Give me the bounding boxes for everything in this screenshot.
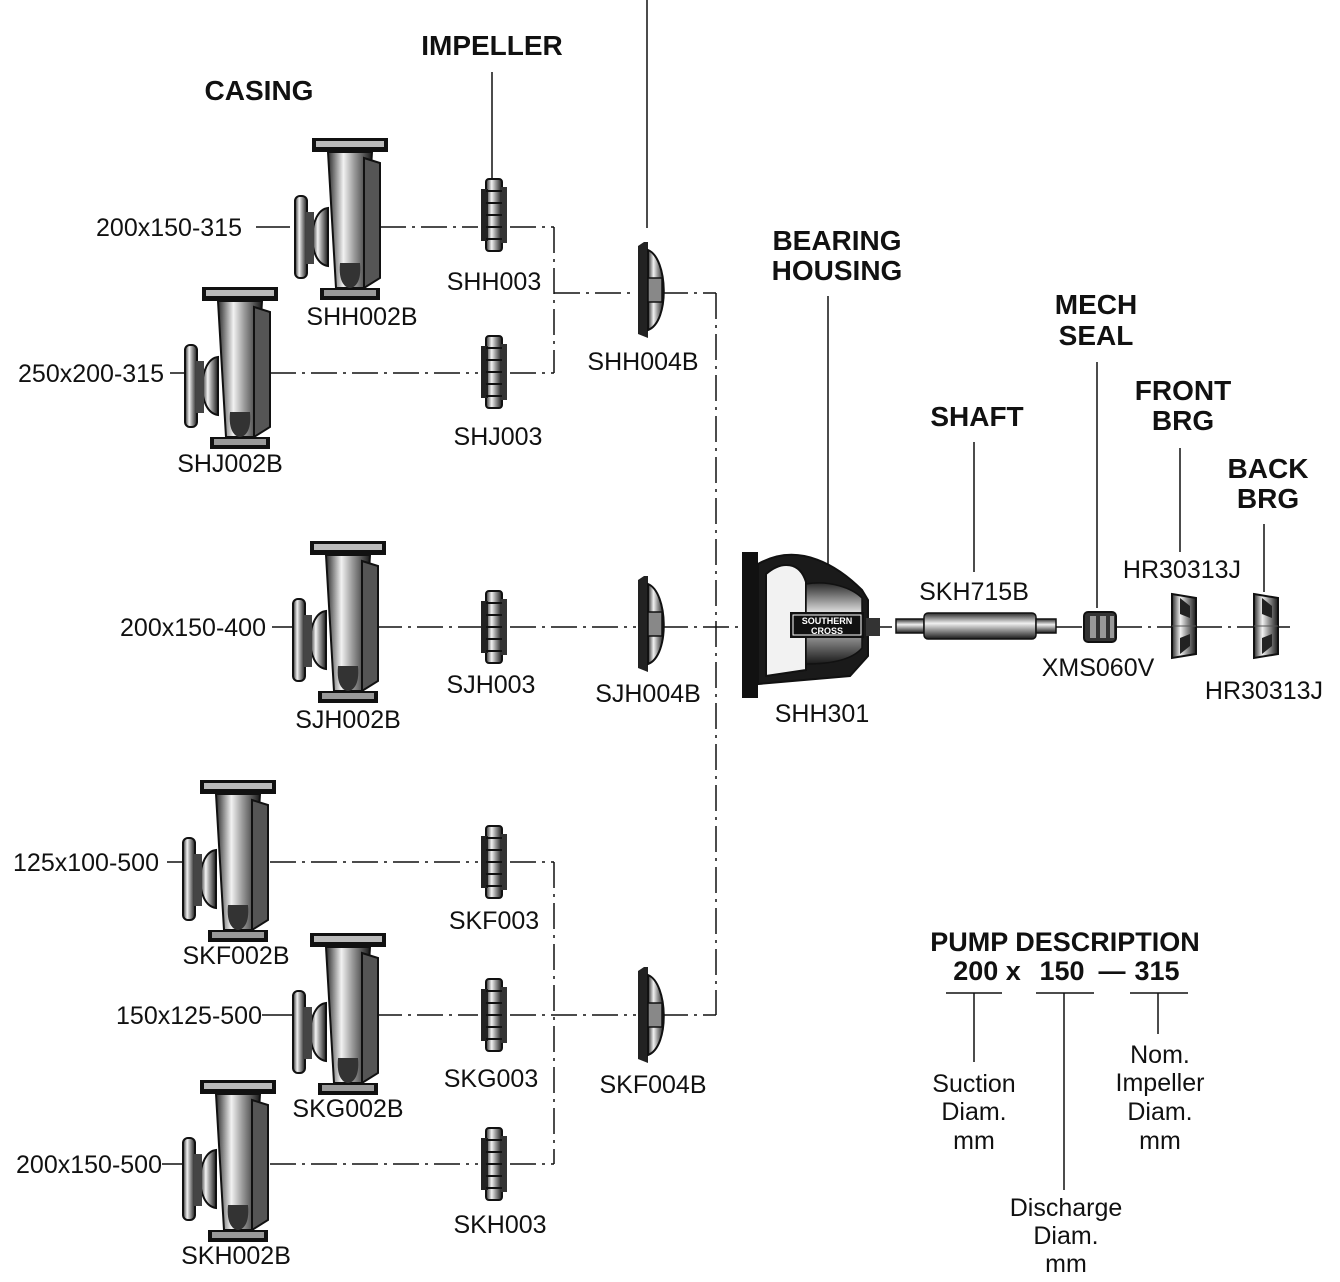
suction-label: Diam. — [941, 1098, 1006, 1126]
casing-skh002b-drawing — [183, 1080, 276, 1242]
impeller-diam-label: Nom. — [1130, 1041, 1190, 1069]
brand-line-2: CROSS — [811, 626, 843, 636]
front-brg-part-label: HR30313J — [1123, 556, 1241, 584]
impeller-diam-label: Impeller — [1116, 1069, 1205, 1097]
casing-part-label: SKF002B — [182, 942, 289, 970]
header-front-brg-line1: FRONT — [1135, 375, 1231, 406]
impeller-shj003-drawing — [481, 336, 507, 408]
pump-description-dash: — — [1099, 956, 1126, 986]
discharge-label: Discharge — [1010, 1194, 1123, 1222]
backplate-shh004b-drawing — [638, 242, 664, 338]
casing-skf002b-drawing — [183, 780, 276, 942]
suction-label: Suction — [932, 1070, 1015, 1098]
suction-label: mm — [953, 1127, 995, 1155]
header-front-brg-line2: BRG — [1152, 405, 1214, 436]
pump-size-label: 250x200-315 — [18, 360, 164, 388]
impeller-shh003-drawing — [481, 179, 507, 251]
pump-size-label: 200x150-500 — [16, 1151, 162, 1179]
impeller-part-label: SKH003 — [453, 1211, 546, 1239]
bearing-housing-part-label: SHH301 — [775, 700, 870, 728]
impeller-part-label: SHJ003 — [454, 423, 543, 451]
pump-description-suction: 200 x — [953, 956, 1021, 986]
impeller-diam-label: mm — [1139, 1127, 1181, 1155]
back-bearing-drawing — [1254, 594, 1278, 658]
shaft-drawing — [896, 613, 1056, 639]
casing-part-label: SKH002B — [181, 1242, 291, 1270]
backplate-part-label: SKF004B — [599, 1071, 706, 1099]
pump-size-label: 200x150-400 — [120, 614, 266, 642]
shaft-part-label: SKH715B — [919, 578, 1029, 606]
discharge-label: mm — [1045, 1250, 1087, 1277]
front-bearing-drawing — [1172, 594, 1196, 658]
header-bearing-housing-line2: HOUSING — [772, 255, 903, 286]
casing-shh002b-drawing — [295, 138, 388, 300]
header-impeller: IMPELLER — [421, 30, 563, 61]
casing-part-label: SHJ002B — [177, 450, 283, 478]
casing-shj002b-drawing — [185, 287, 278, 449]
mech-seal-drawing — [1084, 612, 1116, 642]
impeller-part-label: SKF003 — [449, 907, 539, 935]
impeller-skf003-drawing — [481, 826, 507, 898]
impeller-skh003-drawing — [481, 1128, 507, 1200]
header-mech-seal-line2: SEAL — [1059, 320, 1134, 351]
casing-sjh002b-drawing — [293, 541, 386, 703]
impeller-part-label: SHH003 — [447, 268, 542, 296]
back-brg-part-label: HR30313J — [1205, 677, 1323, 705]
pump-size-label: 150x125-500 — [116, 1002, 262, 1030]
casing-part-label: SKG002B — [292, 1095, 403, 1123]
impeller-part-label: SJH003 — [447, 671, 536, 699]
pump-description-discharge: 150 — [1039, 956, 1084, 986]
backplate-part-label: SHH004B — [587, 348, 698, 376]
casing-part-label: SHH002B — [306, 303, 417, 331]
pump-size-label: 200x150-315 — [96, 214, 242, 242]
discharge-label: Diam. — [1033, 1222, 1098, 1250]
backplate-skf004b-drawing — [638, 967, 664, 1063]
impeller-diam-label: Diam. — [1127, 1098, 1192, 1126]
impeller-skg003-drawing — [481, 979, 507, 1051]
header-shaft: SHAFT — [930, 401, 1023, 432]
brand-line-1: SOUTHERN — [802, 616, 853, 626]
backplate-sjh004b-drawing — [638, 576, 664, 672]
header-mech-seal-line1: MECH — [1055, 289, 1137, 320]
backplate-part-label: SJH004B — [595, 680, 701, 708]
pump-description-title: PUMP DESCRIPTION — [930, 927, 1200, 957]
impeller-part-label: SKG003 — [444, 1065, 539, 1093]
header-bearing-housing-line1: BEARING — [772, 225, 901, 256]
impeller-sjh003-drawing — [481, 591, 507, 663]
bearing-housing-drawing: SOUTHERN CROSS — [742, 552, 880, 698]
pump-description-impeller: 315 — [1134, 956, 1179, 986]
mech-seal-part-label: XMS060V — [1042, 654, 1155, 682]
casing-skg002b-drawing — [293, 933, 386, 1095]
header-back-brg-line2: BRG — [1237, 483, 1299, 514]
pump-size-label: 125x100-500 — [13, 849, 159, 877]
pump-description-legend: PUMP DESCRIPTION 200 x 150 — 315 Suction… — [930, 927, 1204, 1277]
header-casing: CASING — [205, 75, 314, 106]
header-back-brg-line1: BACK — [1228, 453, 1309, 484]
casing-part-label: SJH002B — [295, 706, 401, 734]
